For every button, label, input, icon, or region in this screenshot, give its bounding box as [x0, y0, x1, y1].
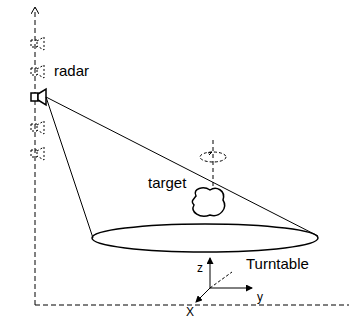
axis-label: z: [197, 262, 203, 274]
turntable-label: Turntable: [246, 256, 309, 271]
radar-symbol: [31, 89, 46, 105]
rotation-axis: [213, 140, 214, 188]
turntable: [92, 224, 318, 252]
axis-label: X: [186, 306, 194, 318]
scan-axis: [35, 8, 36, 305]
beam-line: [46, 97, 318, 236]
rotation-arrowhead: [208, 152, 212, 155]
target-shape: [192, 188, 224, 216]
radar-label: radar: [54, 63, 89, 78]
axis-label: y: [257, 291, 263, 303]
rotation-arrow: [200, 152, 226, 162]
target-label: target: [148, 175, 186, 190]
coordinate-axes: [196, 258, 252, 302]
beam-line: [46, 97, 93, 238]
